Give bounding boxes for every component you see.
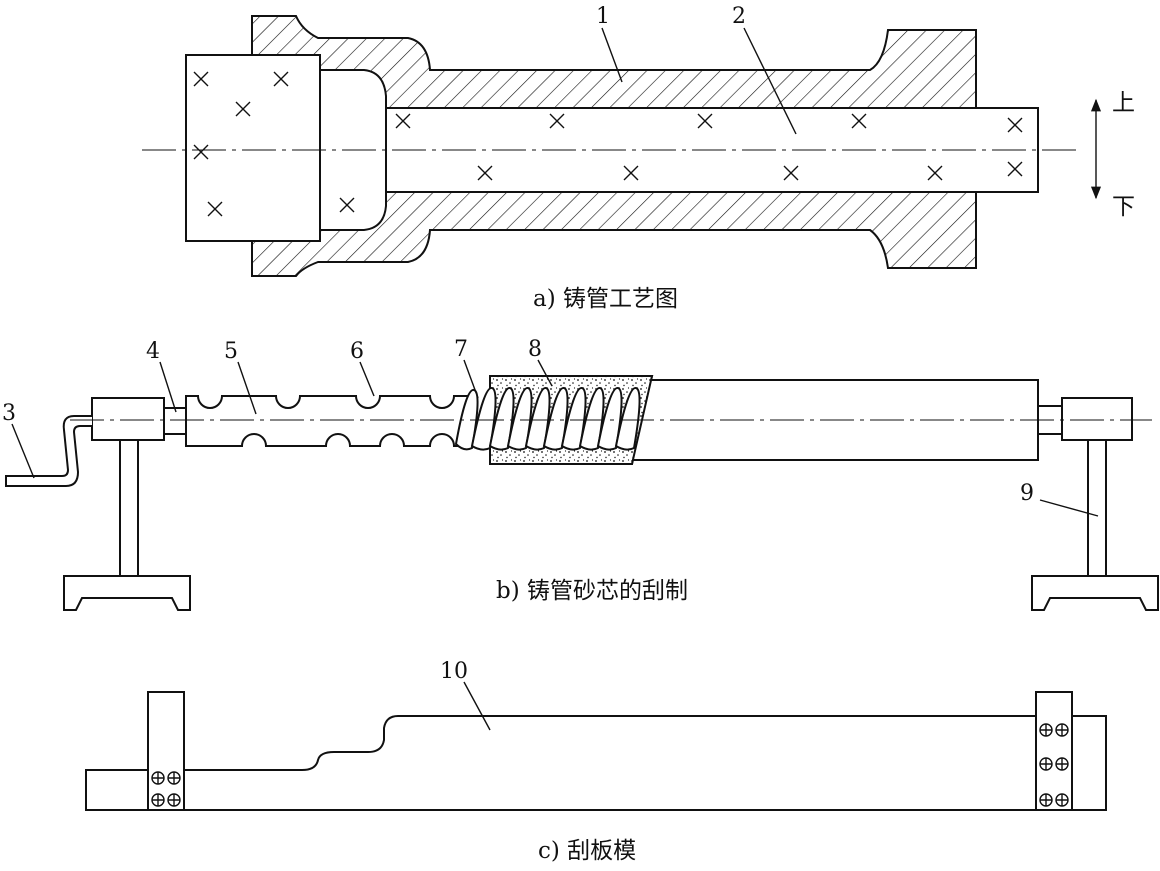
caption-b: b) 铸管砂芯的刮制 (496, 578, 688, 604)
label-1: 1 (596, 4, 610, 29)
diagram-a-pipe-casting: 1 2 上 下 a) 铸管工艺图 (142, 4, 1135, 312)
bearing-right (1061, 397, 1133, 441)
shaft-left (163, 407, 187, 435)
scraping-board (85, 715, 1107, 811)
clamp-right (1035, 691, 1073, 811)
core-bar-grooved (185, 395, 471, 447)
stand-left (63, 439, 191, 611)
label-4: 4 (146, 339, 160, 364)
label-8: 8 (528, 337, 542, 362)
diagram-c-scraping-board: 10 c) 刮板模 (85, 659, 1107, 864)
label-10: 10 (440, 659, 468, 684)
stand-right (1031, 439, 1159, 611)
label-5: 5 (224, 339, 238, 364)
caption-c: c) 刮板模 (538, 838, 636, 864)
rope-coils (454, 387, 641, 451)
clamp-left (147, 691, 185, 811)
label-7: 7 (454, 337, 468, 362)
core-print-left (185, 54, 321, 242)
sand-marks (193, 71, 1023, 217)
label-3: 3 (2, 401, 16, 426)
diagram-b-core-scraping: 3 4 5 6 7 8 9 b) 铸管砂芯的刮制 (2, 337, 1159, 611)
caption-a: a) 铸管工艺图 (533, 286, 678, 312)
bearing-left (91, 397, 165, 441)
label-6: 6 (350, 339, 364, 364)
crank-handle (5, 415, 92, 487)
label-2: 2 (732, 4, 746, 29)
label-up: 上 (1112, 90, 1135, 116)
bolt-icons (151, 723, 1069, 807)
label-down: 下 (1112, 194, 1135, 220)
label-9: 9 (1020, 481, 1034, 506)
